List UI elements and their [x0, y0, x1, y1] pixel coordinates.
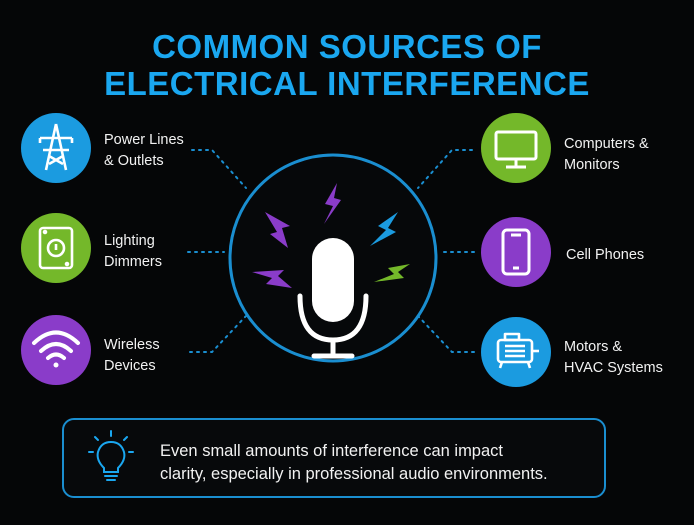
computers-badge — [481, 113, 551, 183]
power-tower-icon — [38, 123, 74, 171]
bolt-icon — [265, 212, 290, 248]
connector-wireless — [189, 315, 247, 353]
label-line: Dimmers — [104, 254, 162, 270]
label-line: Power Lines — [104, 132, 184, 148]
note-line: Even small amounts of interference can i… — [160, 442, 503, 460]
connector-motors — [417, 315, 475, 353]
label-line: Wireless — [104, 337, 160, 353]
bolt-icon — [370, 212, 398, 246]
motor-icon — [496, 332, 539, 369]
cell-phone-icon — [501, 228, 531, 276]
wireless-badge — [21, 315, 91, 385]
bolt-icon — [374, 264, 410, 282]
label-wireless: Wireless Devices — [104, 335, 160, 377]
label-computers: Computers & Monitors — [564, 134, 649, 176]
label-dimmers: Lighting Dimmers — [104, 231, 162, 273]
title-line-1: COMMON SOURCES OF — [152, 28, 542, 65]
label-motors: Motors & HVAC Systems — [564, 337, 663, 379]
label-line: Computers & — [564, 136, 649, 152]
label-line: Lighting — [104, 233, 155, 249]
microphone-icon — [297, 238, 369, 359]
motors-badge — [481, 317, 551, 387]
label-line: Monitors — [564, 157, 620, 173]
bolt-icon — [324, 183, 341, 224]
connector-power-lines — [191, 149, 247, 189]
label-line: HVAC Systems — [564, 360, 663, 376]
note-line: clarity, especially in professional audi… — [160, 465, 548, 483]
cell-phones-badge — [481, 217, 551, 287]
lightbulb-icon — [88, 430, 134, 481]
wifi-icon — [32, 330, 80, 368]
power-lines-badge — [21, 113, 91, 183]
monitor-icon — [494, 130, 538, 169]
dimmer-switch-icon — [38, 226, 74, 270]
label-line: Motors & — [564, 339, 623, 355]
label-line: Devices — [104, 358, 156, 374]
label-power-lines: Power Lines & Outlets — [104, 130, 184, 172]
note-text: Even small amounts of interference can i… — [160, 440, 548, 486]
title-line-2: ELECTRICAL INTERFERENCE — [104, 65, 590, 102]
label-line: & Outlets — [104, 153, 164, 169]
label-cell-phones: Cell Phones — [566, 245, 644, 266]
connector-computers — [417, 149, 473, 189]
note-box: Even small amounts of interference can i… — [62, 418, 606, 498]
lightning-bolts — [252, 183, 410, 288]
bolt-icon — [252, 270, 292, 288]
label-line: Cell Phones — [566, 247, 645, 263]
dimmers-badge — [21, 213, 91, 283]
